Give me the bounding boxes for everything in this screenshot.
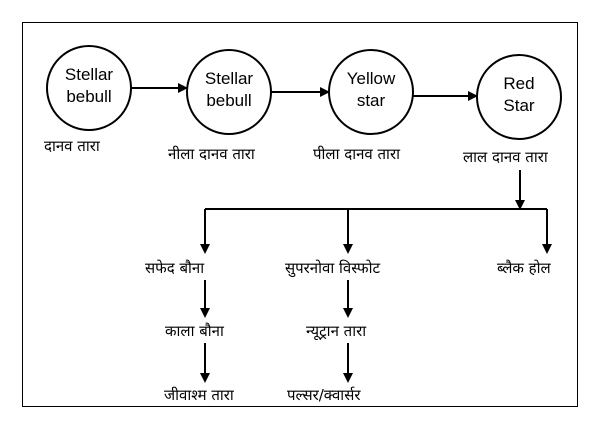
black-dwarf-label: काला बौना <box>165 322 224 340</box>
caption-demon-star: दानव तारा <box>44 137 100 155</box>
pulsar-quasar-label: पल्सर/क्वार्सर <box>287 386 361 404</box>
caption-red-giant: लाल दानव तारा <box>463 148 548 166</box>
fossil-star-label: जीवाश्म तारा <box>164 386 234 404</box>
supernova-label: सुपरनोवा विस्फोट <box>285 259 381 277</box>
diagram-frame <box>22 22 578 407</box>
caption-yellow-giant: पीला दानव तारा <box>313 145 400 163</box>
white-dwarf-label: सफेद बौना <box>145 259 205 277</box>
black-hole-label: ब्लैक होल <box>497 259 551 277</box>
caption-blue-giant: नीला दानव तारा <box>168 145 255 163</box>
neutron-star-label: न्यूट्रान तारा <box>306 322 367 340</box>
